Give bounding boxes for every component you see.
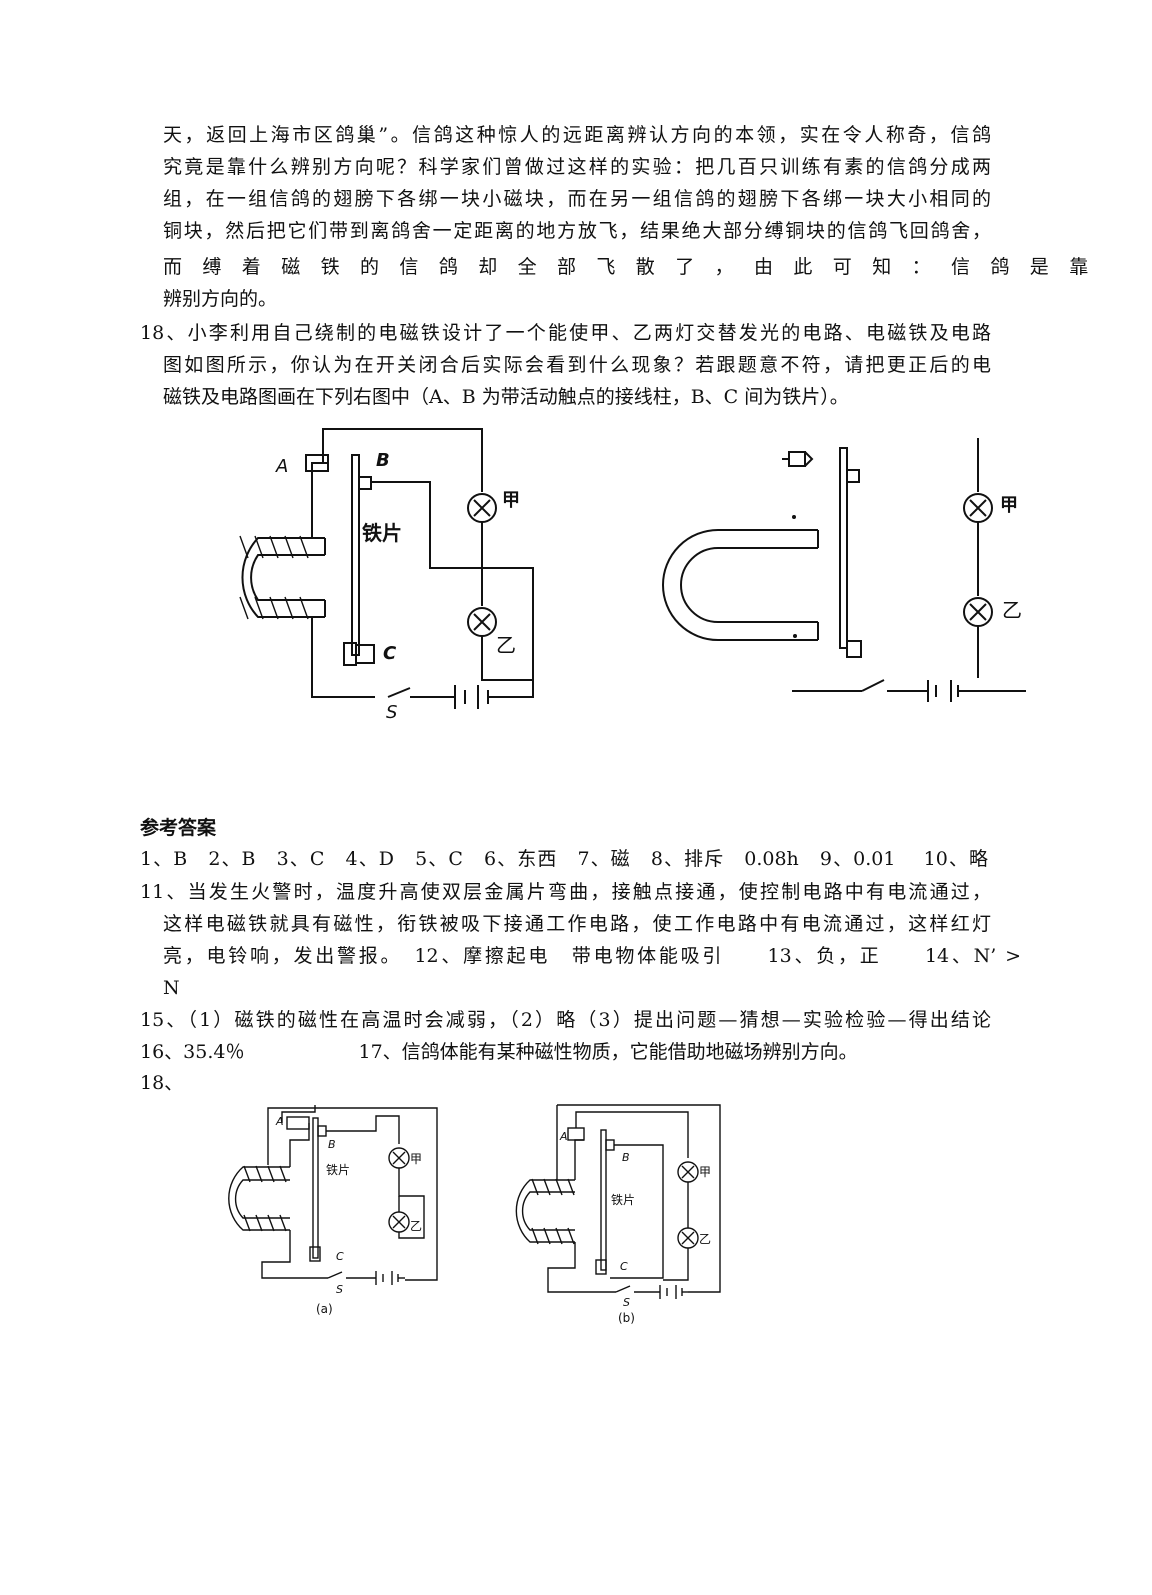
passage-line: 究竟是靠什么辨别方向呢？科学家们曾做过这样的实验：把几百只训练有素的信鸽分成两 bbox=[163, 156, 991, 178]
label-s: S bbox=[386, 702, 397, 723]
answer-14-cont: N bbox=[163, 977, 180, 999]
answers-heading: 参考答案 bbox=[140, 817, 217, 839]
passage-line-fill-blank: 而缚着磁铁的信鸽却全部飞散了，由此可知：信鸽是靠 bbox=[163, 256, 1109, 278]
answer-diagram-b: A B C S 铁片 甲 乙 (b) bbox=[515, 1104, 721, 1325]
label-b: B bbox=[622, 1151, 630, 1164]
label-iron: 铁片 bbox=[362, 521, 402, 545]
label-lamp-jia-blank: 甲 bbox=[1000, 495, 1018, 516]
label-a: A bbox=[275, 456, 288, 477]
label-lamp-yi: 乙 bbox=[699, 1232, 711, 1246]
question-18-line: 磁铁及电路图画在下列右图中（A、B 为带活动触点的接线柱，B、C 间为铁片）。 bbox=[163, 386, 849, 408]
iron-strip-blank bbox=[839, 447, 848, 649]
label-lamp-jia: 甲 bbox=[410, 1152, 422, 1166]
answer-16-17: 16、35.4％ 17、信鸽体能有某种磁性物质，它能借助地磁场辨别方向。 bbox=[140, 1041, 858, 1063]
question-18-line: 图如图所示，你认为在开关闭合后实际会看到什么现象？若跟题意不符，请把更正后的电 bbox=[163, 354, 991, 376]
label-b: B bbox=[376, 450, 390, 471]
label-lamp-jia: 甲 bbox=[699, 1165, 711, 1179]
passage-line: 铜块，然后把它们带到离鸽舍一定距离的地方放飞，结果绝大部分缚铜块的信鸽飞回鸽舍， bbox=[163, 220, 991, 242]
label-a: A bbox=[275, 1115, 284, 1128]
figure-label-b: (b) bbox=[618, 1311, 635, 1325]
label-c: C bbox=[620, 1260, 628, 1273]
label-s: S bbox=[336, 1283, 343, 1296]
coil-bottom bbox=[239, 596, 309, 620]
label-s: S bbox=[623, 1296, 630, 1309]
answers-line-1: 1、B 2、B 3、C 4、D 5、C 6、东西 7、磁 8、排斥 0.08h … bbox=[140, 848, 988, 870]
label-lamp-yi: 乙 bbox=[496, 633, 516, 657]
figure-label-a: (a) bbox=[316, 1302, 333, 1316]
u-core-inner bbox=[250, 554, 325, 601]
label-a: A bbox=[559, 1130, 568, 1143]
answer-diagram-a: A B C S 铁片 甲 乙 (a) bbox=[228, 1105, 438, 1316]
answer-15: 15、（1）磁铁的磁性在高温时会减弱，（2）略（3）提出问题—猜想—实验检验—得… bbox=[140, 1009, 991, 1031]
passage-line: 天，返回上海市区鸽巢”。信鸽这种惊人的远距离辨认方向的本领，实在令人称奇，信鸽 bbox=[163, 124, 991, 146]
passage-line: 组，在一组信鸽的翅膀下各绑一块小磁块，而在另一组信鸽的翅膀下各绑一块大小相同的 bbox=[163, 188, 991, 210]
label-iron: 铁片 bbox=[326, 1163, 350, 1177]
coil-top bbox=[239, 535, 309, 559]
label-iron: 铁片 bbox=[611, 1193, 635, 1207]
label-lamp-yi-blank: 乙 bbox=[1002, 598, 1022, 622]
answer-11-cont: 这样电磁铁就具有磁性，衔铁被吸下接通工作电路，使工作电路中有电流通过，这样红灯 bbox=[163, 913, 991, 935]
label-c: C bbox=[383, 643, 397, 664]
answer-11-cont: 亮，电铃响，发出警报。 12、摩擦起电 带电物体能吸引 13、负，正 14、N’… bbox=[163, 945, 1021, 967]
u-magnet-blank bbox=[662, 529, 818, 641]
u-core bbox=[241, 537, 325, 618]
question-18-line: 18、小李利用自己绕制的电磁铁设计了一个能使甲、乙两灯交替发光的电路、电磁铁及电… bbox=[140, 322, 991, 344]
label-c: C bbox=[336, 1250, 344, 1263]
label-b: B bbox=[328, 1138, 336, 1151]
label-lamp-jia: 甲 bbox=[502, 490, 520, 511]
answer-11: 11、当发生火警时，温度升高使双层金属片弯曲，接触点接通，使控制电路中有电流通过… bbox=[140, 881, 991, 903]
passage-line: 辨别方向的。 bbox=[163, 288, 278, 310]
answer-18: 18、 bbox=[140, 1072, 184, 1094]
label-lamp-yi: 乙 bbox=[410, 1219, 422, 1233]
